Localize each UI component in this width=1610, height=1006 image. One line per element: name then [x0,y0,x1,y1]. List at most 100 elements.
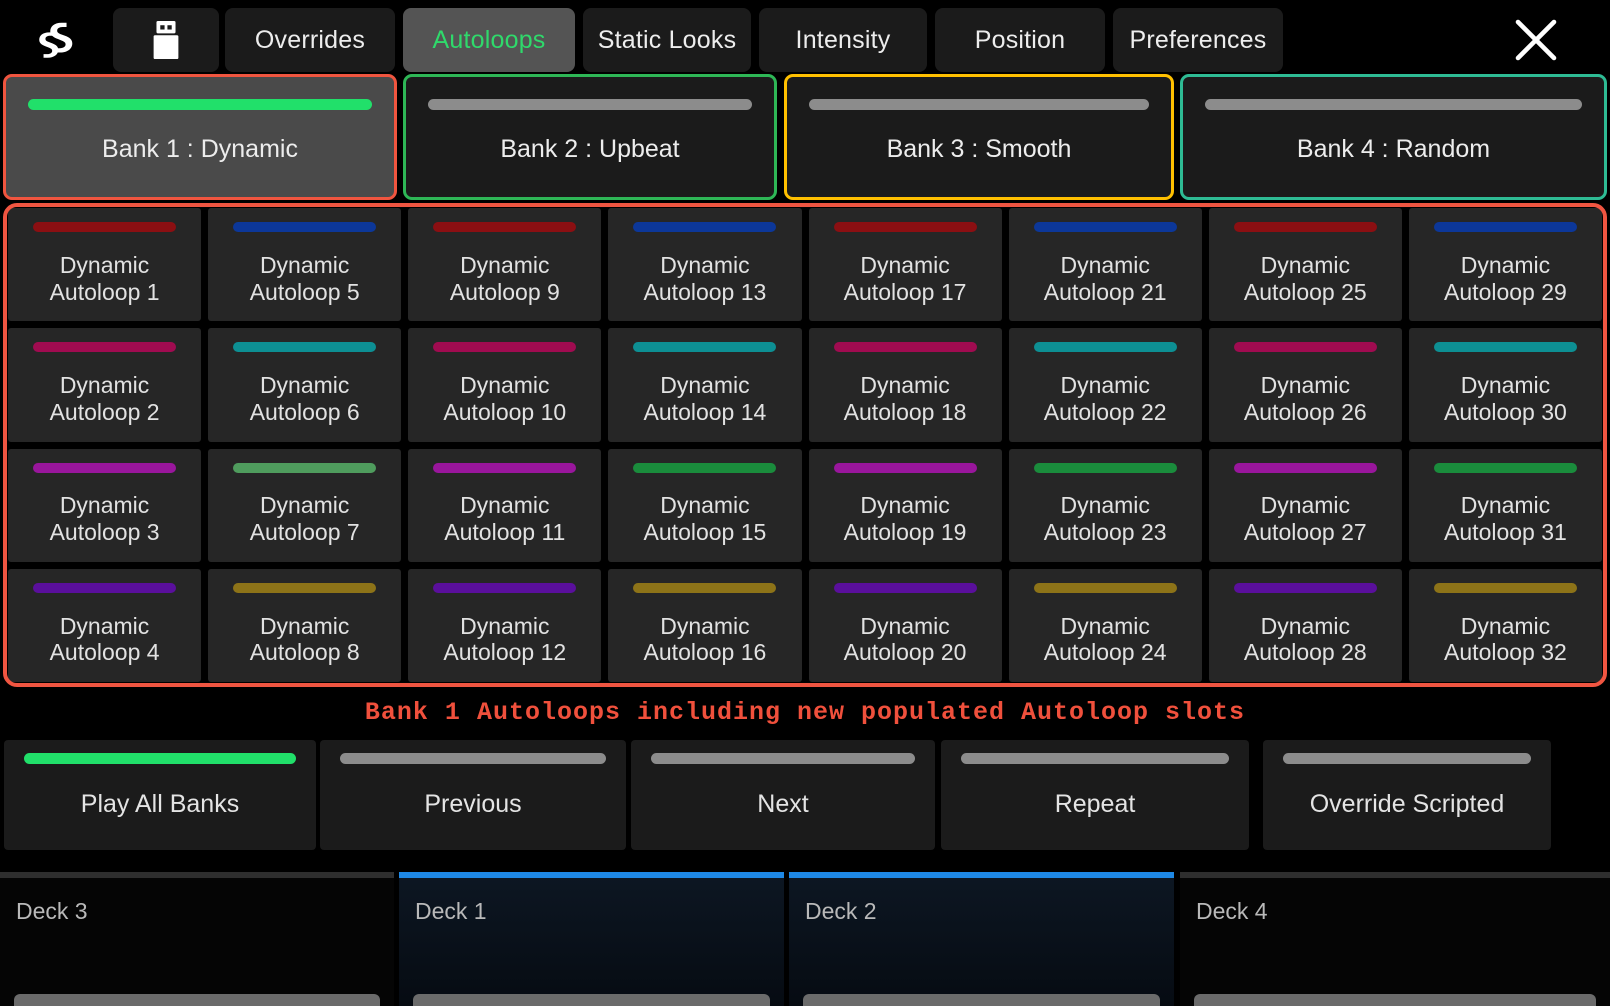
transport-button-play-all-banks[interactable]: Play All Banks [4,740,316,850]
autoloop-color-bar [433,582,577,593]
transport-button-next[interactable]: Next [631,740,935,850]
autoloop-cell[interactable]: Dynamic Autoloop 10 [408,328,602,442]
deck-tab-deck-4[interactable]: Deck 4 [1180,872,1610,1006]
autoloop-cell[interactable]: Dynamic Autoloop 24 [1008,568,1202,682]
deck-accent-bar [399,872,784,878]
autoloop-cell[interactable]: Dynamic Autoloop 19 [808,448,1002,562]
autoloop-label: Dynamic Autoloop 4 [49,612,160,666]
autoloop-label: Dynamic Autoloop 28 [1243,612,1367,666]
autoloop-cell[interactable]: Dynamic Autoloop 6 [208,328,402,442]
transport-label: Previous [424,790,522,818]
autoloop-color-bar [1433,462,1577,473]
autoloop-color-bar [1033,582,1177,593]
close-button[interactable] [1510,14,1562,66]
autoloop-cell[interactable]: Dynamic Autoloop 31 [1408,448,1602,562]
autoloop-label: Dynamic Autoloop 5 [249,251,360,305]
tab-position[interactable]: Position [935,8,1105,72]
autoloop-cell[interactable]: Dynamic Autoloop 23 [1008,448,1202,562]
autoloop-color-bar [633,582,777,593]
transport-state-bar [340,753,606,764]
tab-autoloops[interactable]: Autoloops [403,8,575,72]
autoloop-cell[interactable]: Dynamic Autoloop 26 [1208,328,1402,442]
autoloop-label: Dynamic Autoloop 25 [1243,251,1367,305]
autoloop-cell[interactable]: Dynamic Autoloop 9 [408,208,602,322]
autoloop-color-bar [633,462,777,473]
autoloop-label: Dynamic Autoloop 18 [843,372,967,425]
tab-intensity-label: Intensity [795,25,891,54]
tab-preferences[interactable]: Preferences [1113,8,1283,72]
autoloop-label: Dynamic Autoloop 12 [443,612,567,666]
transport-button-override-scripted[interactable]: Override Scripted [1263,740,1551,850]
tab-static-looks-label: Static Looks [597,25,737,54]
usb-drive-icon [153,20,179,60]
autoloop-label: Dynamic Autoloop 20 [843,612,967,666]
autoloop-color-bar [833,462,977,473]
autoloop-cell[interactable]: Dynamic Autoloop 30 [1408,328,1602,442]
deck-tab-deck-3[interactable]: Deck 3 [0,872,394,1006]
autoloop-label: Dynamic Autoloop 32 [1444,612,1567,666]
autoloop-cell[interactable]: Dynamic Autoloop 28 [1208,568,1402,682]
tab-position-label: Position [974,25,1066,54]
autoloop-cell[interactable]: Dynamic Autoloop 11 [408,448,602,562]
deck-accent-bar [1180,872,1610,878]
bank-button-3[interactable]: Bank 3 : Smooth [784,74,1174,200]
autoloop-cell[interactable]: Dynamic Autoloop 18 [808,328,1002,442]
autoloop-label: Dynamic Autoloop 13 [643,251,767,305]
tab-intensity[interactable]: Intensity [759,8,927,72]
autoloop-label: Dynamic Autoloop 11 [444,492,566,546]
autoloop-cell[interactable]: Dynamic Autoloop 22 [1008,328,1202,442]
bank-level-bar [809,99,1149,110]
autoloop-cell[interactable]: Dynamic Autoloop 3 [8,448,202,562]
autoloop-cell[interactable]: Dynamic Autoloop 29 [1408,208,1602,322]
autoloop-cell[interactable]: Dynamic Autoloop 4 [8,568,202,682]
autoloop-cell[interactable]: Dynamic Autoloop 25 [1208,208,1402,322]
autoloop-cell[interactable]: Dynamic Autoloop 8 [208,568,402,682]
bank-button-2[interactable]: Bank 2 : Upbeat [403,74,777,200]
autoloop-label: Dynamic Autoloop 17 [843,251,967,305]
autoloop-cell[interactable]: Dynamic Autoloop 7 [208,448,402,562]
autoloop-label: Dynamic Autoloop 24 [1043,612,1167,666]
autoloop-cell[interactable]: Dynamic Autoloop 15 [608,448,802,562]
autoloop-cell[interactable]: Dynamic Autoloop 12 [408,568,602,682]
autoloop-color-bar [1033,222,1177,232]
autoloop-cell[interactable]: Dynamic Autoloop 13 [608,208,802,322]
autoloop-color-bar [33,342,177,353]
autoloop-color-bar [233,342,377,353]
usb-drive-button[interactable] [113,8,219,72]
autoloop-cell[interactable]: Dynamic Autoloop 20 [808,568,1002,682]
autoloop-color-bar [633,342,777,353]
deck-footer-bar [1194,994,1596,1006]
app-logo-button[interactable] [14,8,98,72]
transport-state-bar [1283,753,1531,764]
autoloop-cell[interactable]: Dynamic Autoloop 2 [8,328,202,442]
autoloop-cell[interactable]: Dynamic Autoloop 5 [208,208,402,322]
autoloop-cell[interactable]: Dynamic Autoloop 27 [1208,448,1402,562]
bank-label: Bank 1 : Dynamic [102,135,298,163]
autoloop-cell[interactable]: Dynamic Autoloop 16 [608,568,802,682]
deck-label: Deck 1 [415,898,487,924]
autoloop-grid: Dynamic Autoloop 1 Dynamic Autoloop 5 Dyna… [3,203,1607,687]
autoloop-label: Dynamic Autoloop 19 [843,492,967,546]
tab-static-looks[interactable]: Static Looks [583,8,751,72]
autoloop-cell[interactable]: Dynamic Autoloop 32 [1408,568,1602,682]
bank-level-bar [1205,99,1582,110]
autoloop-label: Dynamic Autoloop 30 [1444,372,1567,425]
bank-button-4[interactable]: Bank 4 : Random [1180,74,1607,200]
autoloop-color-bar [1233,342,1377,353]
deck-tab-deck-1[interactable]: Deck 1 [399,872,784,1006]
tab-overrides[interactable]: Overrides [225,8,395,72]
bank-button-1[interactable]: Bank 1 : Dynamic [3,74,397,200]
autoloop-color-bar [1433,222,1577,232]
autoloop-cell[interactable]: Dynamic Autoloop 14 [608,328,802,442]
autoloop-color-bar [233,462,377,473]
autoloop-cell[interactable]: Dynamic Autoloop 1 [8,208,202,322]
deck-tab-deck-2[interactable]: Deck 2 [789,872,1174,1006]
transport-button-repeat[interactable]: Repeat [941,740,1249,850]
autoloop-color-bar [1433,582,1577,593]
autoloop-color-bar [233,222,377,232]
autoloop-cell[interactable]: Dynamic Autoloop 17 [808,208,1002,322]
autoloop-cell[interactable]: Dynamic Autoloop 21 [1008,208,1202,322]
transport-button-previous[interactable]: Previous [320,740,626,850]
tab-autoloops-label: Autoloops [432,25,546,54]
